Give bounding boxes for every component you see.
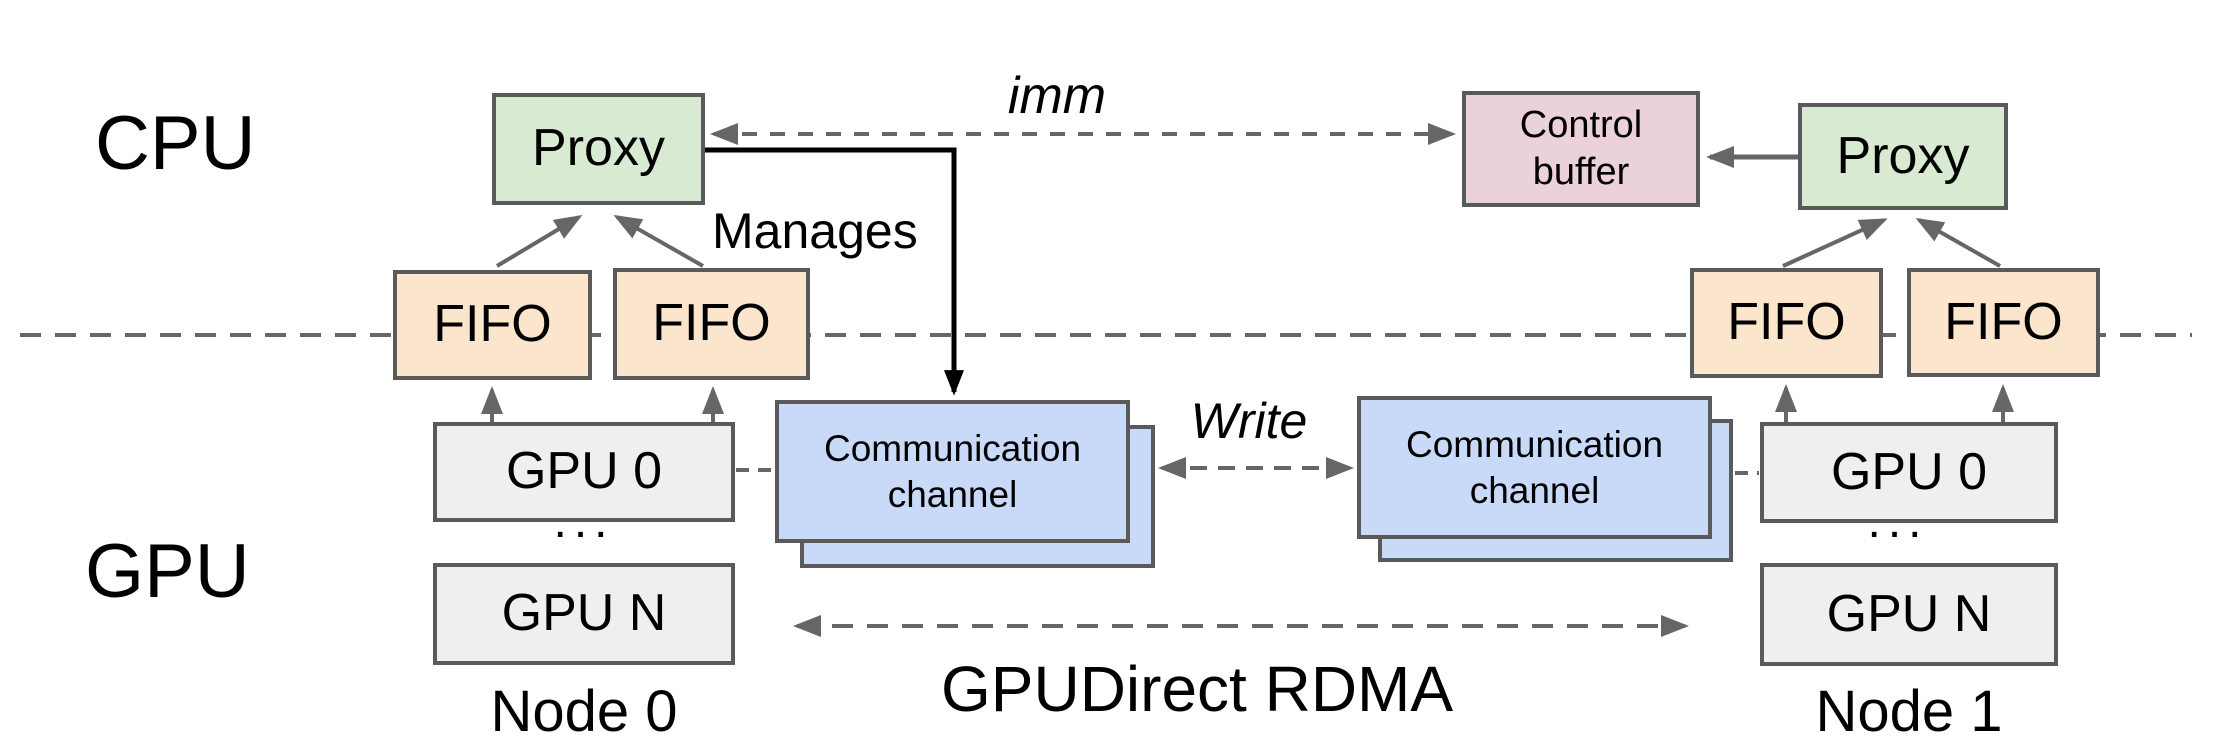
fifo1-right-to-proxy-arrow [1782,218,1888,268]
node0-gpun-box: GPU N [433,563,735,665]
node1-fifo-right-box: FIFO [1907,268,2100,377]
node1-label: Node 1 [1815,679,2003,744]
node0-fifo-left-box: FIFO [393,270,592,380]
node0-fifo-right-box: FIFO [613,268,810,380]
node0-label: Node 0 [490,679,678,744]
node1-proxy-box: Proxy [1798,103,2008,210]
gpudirect-rdma-label: GPUDirect RDMA [941,653,1454,725]
node1-gpu0-box: GPU 0 [1760,422,2058,523]
write-arrow-label: Write [1190,393,1308,449]
imm-arrow-label: imm [1007,67,1107,125]
node1-channel-box: Communication channel [1357,396,1712,539]
fifo2-left-to-proxy-arrow [613,215,704,268]
fifo2-right-to-proxy-arrow [1915,218,2001,268]
node0-gpu-ellipsis: ... [553,495,615,548]
fifo1-left-to-proxy-arrow [495,214,583,268]
node1-fifo-left-box: FIFO [1690,268,1883,378]
cpu-layer-label: CPU [95,101,256,186]
node1-control-buffer-box: Control buffer [1462,91,1700,207]
node1-gpun-box: GPU N [1760,563,2058,666]
node0-proxy-box: Proxy [492,93,705,205]
manages-arrow [705,147,964,396]
node0-gpu0-box: GPU 0 [433,422,735,522]
gpu-layer-label: GPU [85,529,250,614]
manages-arrow-label: Manages [712,203,918,259]
node0-channel-box: Communication channel [775,400,1130,543]
node1-gpu-ellipsis: ... [1867,495,1929,548]
